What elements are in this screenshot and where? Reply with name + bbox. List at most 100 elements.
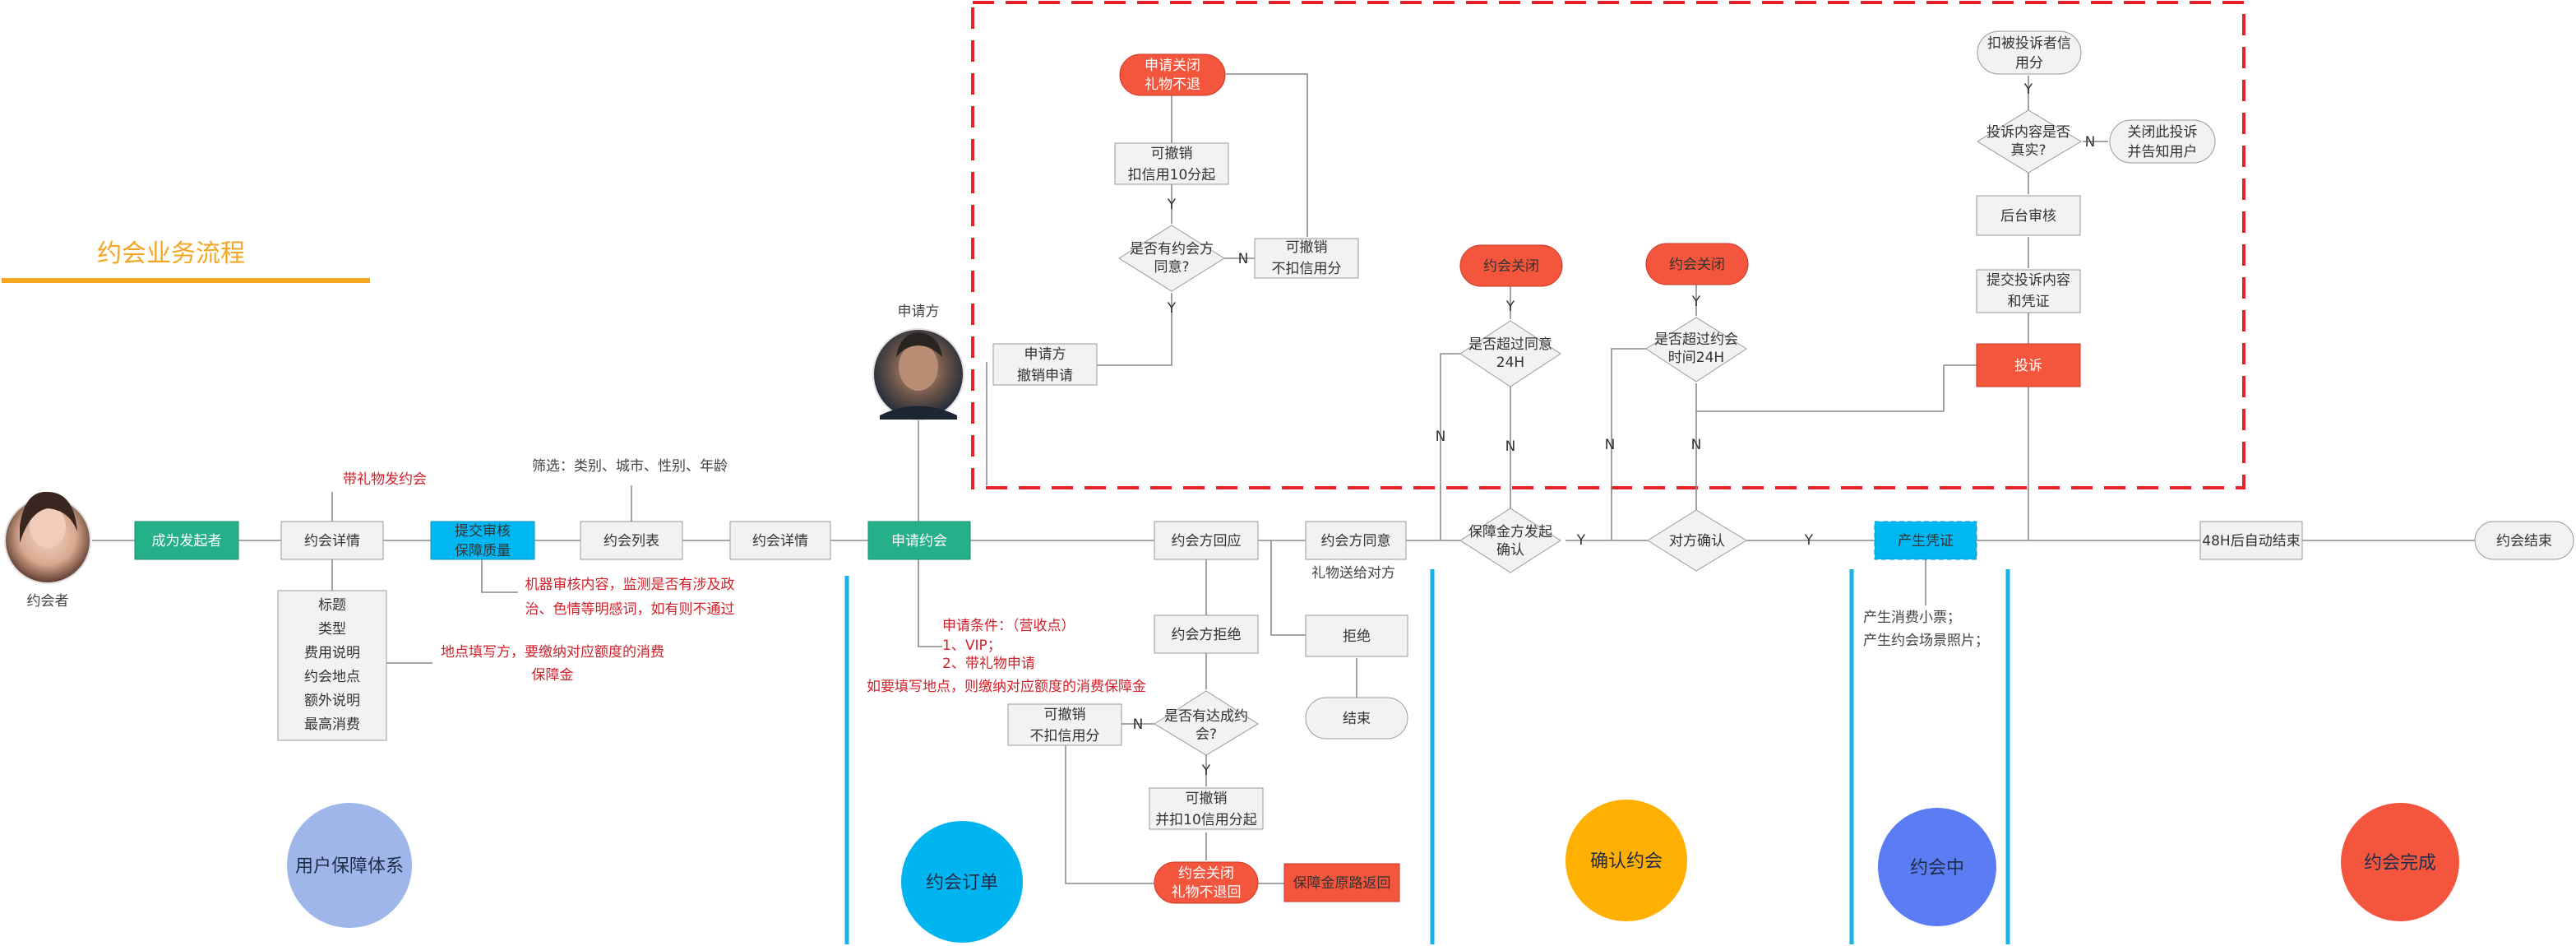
svg-text:提交投诉内容: 提交投诉内容 [1986,272,2070,289]
svg-text:产生凭证: 产生凭证 [1898,533,1954,550]
svg-text:约会关闭: 约会关闭 [1178,865,1234,882]
title-underline [2,278,370,283]
node-applicant-cancel: 申请方 撤销申请 [992,343,1098,386]
svg-text:可撤销: 可撤销 [1044,707,1086,723]
svg-text:礼物不退回: 礼物不退回 [1172,884,1242,901]
node-refuse: 拒绝 [1305,614,1408,657]
svg-text:约会订单: 约会订单 [926,873,998,893]
node-deposit-return: 保障金原路返回 [1283,863,1400,902]
svg-text:N: N [1505,438,1516,455]
node-reject-close-no-refund: 约会关闭 礼物不退回 [1154,861,1259,904]
svg-text:Y: Y [1167,300,1177,317]
svg-text:Y: Y [1804,532,1814,549]
svg-text:额外说明: 额外说明 [304,693,360,709]
note-detail-fields: 标题 类型 费用说明 约会地点 额外说明 最高消费 [277,590,387,741]
node-become-initiator: 成为发起者 [134,521,239,560]
svg-text:提交审核: 提交审核 [455,523,511,540]
svg-text:可撤销: 可撤销 [1186,791,1228,807]
svg-text:可撤销: 可撤销 [1151,146,1193,162]
svg-text:保障金: 保障金 [532,667,574,684]
svg-text:24H: 24H [1496,355,1524,371]
phase-in-date: 约会中 [1878,808,1996,926]
svg-text:费用说明: 费用说明 [304,645,360,661]
svg-text:会?: 会? [1196,726,1217,743]
svg-text:确认: 确认 [1496,542,1524,559]
note-voucher-items: 产生消费小票； 产生约会场景照片； [1863,610,1989,649]
svg-text:N: N [1436,429,1446,445]
svg-text:标题: 标题 [318,597,346,614]
svg-text:约会结束: 约会结束 [2496,533,2552,550]
svg-text:约会中: 约会中 [1910,858,1964,879]
svg-text:后台审核: 后台审核 [2000,208,2056,225]
note-apply-conditions: 申请条件：（营收点） 1、VIP； 2、带礼物申请 如要填写地点，则缴纳对应额度… [867,618,1146,695]
svg-text:约会方拒绝: 约会方拒绝 [1172,627,1242,643]
svg-text:如要填写地点，则缴纳对应额度的消费保障金: 如要填写地点，则缴纳对应额度的消费保障金 [867,679,1146,695]
inviter-label: 约会者 [27,593,69,610]
svg-text:用分: 用分 [2015,55,2043,72]
node-auto-end: 48H后自动结束 [2199,521,2303,560]
exception-region [971,1,2245,489]
node-deposit-confirm: 保障金方发起 确认 [1459,508,1561,573]
svg-text:Y: Y [2023,81,2033,98]
node-cancel-revocable-no-deduct: 可撤销 不扣信用分 [1254,238,1359,279]
svg-text:申请约会: 申请约会 [891,533,947,550]
node-over-date: 是否超过约会 时间24H [1645,317,1747,383]
node-over-agree: 是否超过同意 24H [1459,320,1561,387]
phase-user-protection: 用户保障体系 [287,803,412,928]
node-apply-date: 申请约会 [867,521,971,560]
node-reached-decision: 是否有达成约 会? [1154,690,1259,756]
node-inviter-refuse: 约会方拒绝 [1154,614,1259,654]
node-other-confirm: 对方确认 [1647,509,1747,572]
svg-text:约会详情: 约会详情 [304,533,360,550]
node-date-detail-1: 约会详情 [280,521,384,560]
svg-text:并告知用户: 并告知用户 [2128,144,2198,160]
svg-text:机器审核内容，监测是否有涉及政: 机器审核内容，监测是否有涉及政 [525,577,735,593]
svg-text:产生消费小票；: 产生消费小票； [1863,610,1961,626]
node-is-true: 投诉内容是否 真实? [1977,109,2082,174]
svg-text:最高消费: 最高消费 [304,716,360,733]
svg-text:Y: Y [1505,299,1515,315]
svg-text:Y: Y [1167,197,1177,213]
note-gift-to-other: 礼物送给对方 [1311,565,1395,582]
node-date-end: 约会结束 [2474,521,2574,560]
svg-text:扣信用10分起: 扣信用10分起 [1128,167,1216,183]
svg-text:礼物不退: 礼物不退 [1145,77,1200,93]
svg-text:确认约会: 确认约会 [1590,851,1663,872]
node-reject-revocable-no-deduct: 可撤销 不扣信用分 [1007,703,1122,746]
svg-text:对方确认: 对方确认 [1669,533,1725,550]
phase-date-complete: 约会完成 [2341,803,2459,921]
note-machine-review: 机器审核内容，监测是否有涉及政 治、色情等明感词，如有则不通过 [525,577,735,618]
svg-text:同意?: 同意? [1154,259,1189,276]
svg-text:是否超过约会: 是否超过约会 [1654,332,1738,348]
svg-text:N: N [1605,437,1616,453]
svg-text:约会详情: 约会详情 [752,533,808,550]
node-inviter-reply: 约会方回应 [1154,521,1259,560]
svg-text:是否有达成约: 是否有达成约 [1164,708,1248,725]
svg-text:约会地点: 约会地点 [304,669,360,685]
svg-text:撤销申请: 撤销申请 [1017,368,1073,384]
svg-text:约会方同意: 约会方同意 [1321,533,1391,550]
svg-text:用户保障体系: 用户保障体系 [295,856,404,877]
svg-text:治、色情等明感词，如有则不通过: 治、色情等明感词，如有则不通过 [525,601,735,618]
svg-text:保障金原路返回: 保障金原路返回 [1293,875,1391,892]
note-address: 地点填写方，要缴纳对应额度的消费 保障金 [441,644,664,684]
node-inviter-agree: 约会方同意 [1305,521,1407,560]
svg-text:拒绝: 拒绝 [1343,628,1371,645]
svg-text:成为发起者: 成为发起者 [152,533,222,550]
svg-text:投诉: 投诉 [2014,358,2042,374]
svg-text:结束: 结束 [1343,711,1371,727]
node-deduct: 扣被投诉者信 用分 [1977,30,2082,75]
applicant-label: 申请方 [898,304,940,320]
svg-text:N: N [2085,134,2096,151]
svg-text:不扣信用分: 不扣信用分 [1272,261,1342,277]
svg-text:申请方: 申请方 [1024,346,1066,363]
node-complaint: 投诉 [1976,343,2081,387]
svg-text:1、VIP；: 1、VIP； [942,638,1001,654]
svg-text:关闭此投诉: 关闭此投诉 [2128,124,2198,141]
note-gift-date: 带礼物发约会 [343,471,427,488]
node-backend-review: 后台审核 [1976,195,2081,236]
svg-text:是否有约会方: 是否有约会方 [1130,241,1214,257]
svg-text:N: N [1133,716,1144,733]
node-date-detail-2: 约会详情 [729,521,831,560]
